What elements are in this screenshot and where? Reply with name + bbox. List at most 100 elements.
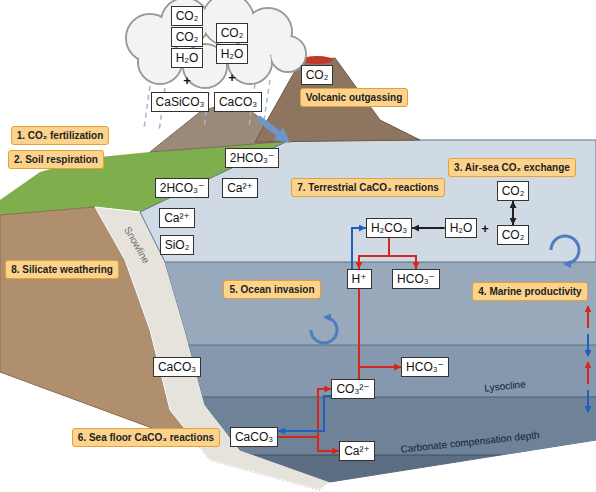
reaction-arrow: [359, 238, 389, 269]
chemical-formula: SiO₂: [165, 238, 190, 252]
productivity-arrow: [587, 334, 589, 356]
chemical-formula: 2HCO₃⁻: [230, 151, 275, 165]
runoff-arrow: [258, 118, 279, 134]
process-text: 5. Ocean invasion: [229, 283, 314, 296]
chemical-formula: CO₂: [502, 184, 525, 198]
process-text: 6. Sea floor CaCO₃ reactions: [78, 431, 214, 444]
chemical-box: CO₂: [171, 27, 204, 47]
productivity-arrow: [587, 306, 589, 328]
chemical-formula: CO₂: [221, 26, 244, 40]
chemical-box: CO₂: [301, 65, 334, 85]
chemical-formula: CaCO₃: [158, 360, 196, 374]
ccd-line: [0, 455, 596, 456]
chemical-formula: CO₂: [306, 68, 329, 82]
ocean-layer: [0, 345, 596, 397]
chemical-formula: Ca²⁺: [227, 181, 253, 195]
chemical-formula: CO₂: [502, 228, 525, 242]
process-label: Volcanic outgassing: [300, 88, 409, 107]
reaction-arrow: [512, 201, 514, 225]
chemical-formula: HCO₃⁻: [406, 360, 444, 374]
circulation-arrow: [311, 317, 337, 343]
ocean-layer: [0, 262, 596, 345]
reaction-arrow: [278, 389, 331, 437]
ocean-layer: [0, 397, 596, 455]
chemical-formula: H⁺: [352, 272, 367, 286]
chemical-formula: CaCO₃: [219, 95, 257, 109]
chemical-box: CO₂: [497, 181, 530, 201]
depth-label: Carbonate compensation depth: [400, 429, 540, 455]
chemical-formula: H₂O: [221, 47, 244, 61]
chemical-formula: 2HCO₃⁻: [160, 181, 205, 195]
plus-sign: +: [228, 70, 236, 85]
layer-line: [0, 345, 596, 346]
cloud-puff: [202, 0, 254, 46]
process-text: 1. CO₂ fertilization: [17, 129, 104, 142]
chemical-box: Ca²⁺: [159, 208, 195, 228]
chemical-formula: H₂CO₃: [371, 221, 407, 235]
chemical-formula: CaCO₃: [235, 430, 273, 444]
cloud-puff: [203, 0, 253, 45]
chemical-formula: Ca²⁺: [344, 444, 370, 458]
chemical-box: CaCO₃: [230, 427, 278, 447]
ocean-layers: [0, 262, 596, 492]
reaction-arrow: [389, 238, 416, 269]
reaction-arrow: [359, 367, 401, 379]
process-label: 8. Silicate weathering: [5, 260, 119, 279]
productivity-arrow: [587, 362, 589, 384]
chemical-formula: HCO₃⁻: [397, 272, 435, 286]
process-label: 2. Soil respiration: [8, 150, 104, 169]
process-text: 4. Marine productivity: [478, 285, 581, 298]
process-label: 4. Marine productivity: [472, 282, 587, 301]
chemical-box: H₂O: [445, 218, 478, 238]
reaction-arrow: [278, 437, 339, 451]
cloud: [126, 0, 306, 88]
chemical-box: HCO₃⁻: [401, 357, 449, 377]
process-label: 5. Ocean invasion: [223, 280, 320, 299]
chemical-box: H₂O: [171, 48, 204, 68]
ocean-layer: [0, 455, 596, 492]
process-text: Volcanic outgassing: [306, 91, 403, 104]
chemical-formula: Ca²⁺: [164, 211, 190, 225]
chemical-box: HCO₃⁻: [392, 269, 440, 289]
process-text: 8. Silicate weathering: [11, 263, 113, 276]
chemical-box: SiO₂: [160, 235, 195, 255]
reaction-arrow: [352, 228, 366, 269]
chemical-box: CO₂: [216, 23, 249, 43]
chemical-formula: CO₂: [176, 30, 199, 44]
process-label: 1. CO₂ fertilization: [11, 126, 110, 145]
circulation-arrow: [551, 236, 579, 264]
chemical-formula: H₂O: [176, 51, 199, 65]
chemical-box: CO₃²⁻: [331, 379, 374, 399]
chemical-box: H₂O: [216, 44, 249, 64]
process-label: 7. Terrestrial CaCO₃ reactions: [291, 178, 445, 197]
lysocline-line: [0, 397, 596, 398]
process-label: 3. Air-sea CO₂ exchange: [448, 158, 576, 177]
chemical-box: CaCO₃: [153, 357, 201, 377]
chemical-box: H₂CO₃: [366, 218, 412, 238]
reaction-arrow: [278, 396, 331, 431]
process-text: 2. Soil respiration: [14, 153, 98, 166]
plus-sign: +: [481, 221, 489, 236]
chemical-box: Ca²⁺: [222, 178, 258, 198]
plus-sign: +: [183, 73, 191, 88]
process-text: 7. Terrestrial CaCO₃ reactions: [297, 181, 439, 194]
chemical-box: 2HCO₃⁻: [155, 178, 210, 198]
process-label: 6. Sea floor CaCO₃ reactions: [72, 428, 220, 447]
rain-streak: [144, 86, 150, 128]
rain-streak: [264, 80, 270, 120]
chemical-box: CaCO₃: [214, 92, 262, 112]
depth-label: Lysocline: [484, 378, 526, 393]
process-text: 3. Air-sea CO₂ exchange: [454, 161, 570, 174]
chemical-box: 2HCO₃⁻: [225, 148, 280, 168]
chemical-box: H⁺: [347, 269, 372, 289]
chemical-formula: CaSiCO₃: [156, 95, 205, 109]
chemical-formula: H₂O: [450, 221, 473, 235]
shoreline-label: Snowline: [122, 225, 152, 266]
chemical-box: CaSiCO₃: [151, 92, 210, 112]
chemical-box: CO₂: [171, 6, 204, 26]
chemical-formula: CO₃²⁻: [336, 382, 369, 396]
reaction-arrow: [359, 289, 401, 367]
reaction-arrow: [412, 227, 445, 229]
